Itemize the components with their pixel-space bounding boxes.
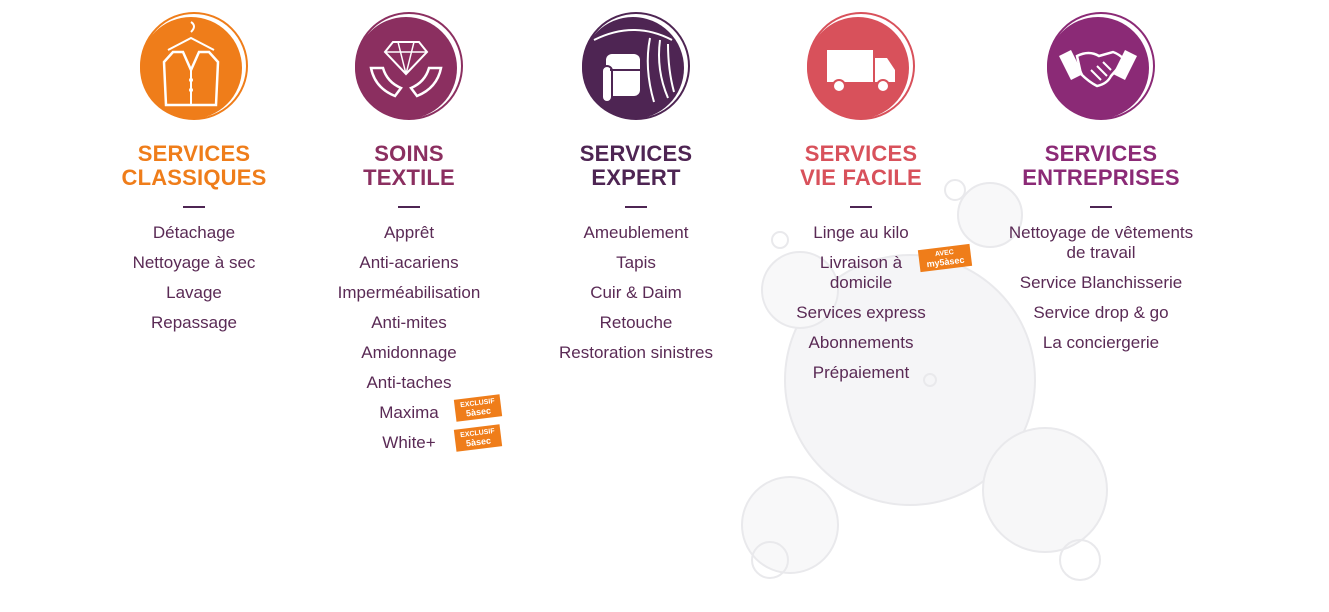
title-line-2: TEXTILE [363,165,455,190]
service-list: Ameublement Tapis Cuir & Daim Retouche R… [521,223,751,363]
title-line-1: SERVICES [579,141,693,166]
diamond-hands-icon [353,10,465,122]
exclusive-badge: EXCLUSIF 5àsec [453,424,503,452]
service-item[interactable]: Anti-mites [371,313,447,332]
service-column-vie-facile: SERVICES VIE FACILE Linge au kilo Livrai… [746,10,976,393]
service-column-entreprises: SERVICES ENTREPRISES Nettoyage de vêteme… [986,10,1216,363]
service-column-expert: SERVICES EXPERT Ameublement Tapis Cuir &… [521,10,751,373]
service-item[interactable]: Tapis [616,253,656,272]
title-line-1: SERVICES [1044,141,1158,166]
title-line-1: SOINS [374,141,444,166]
service-item[interactable]: Nettoyage à sec [132,253,256,272]
title-line-1: SERVICES [804,141,918,166]
service-item[interactable]: Linge au kilo [813,223,909,242]
service-item[interactable]: Détachage [152,223,236,242]
jacket-hanger-icon [138,10,250,122]
service-title: SOINS TEXTILE [294,142,524,190]
service-column-classiques: SERVICES CLASSIQUES Détachage Nettoyage … [79,10,309,343]
service-title: SERVICES CLASSIQUES [79,142,309,190]
service-item[interactable]: Amidonnage [361,343,457,362]
exclusive-badge: EXCLUSIF 5àsec [453,394,503,422]
service-title: SERVICES ENTREPRISES [986,142,1216,190]
service-list: Nettoyage de vêtements de travail Servic… [986,223,1216,353]
service-item[interactable]: Anti-acariens [359,253,459,272]
service-item[interactable]: Service drop & go [1033,303,1169,322]
title-line-2: CLASSIQUES [121,165,267,190]
service-item-label: Livraison à domicile [819,253,903,292]
curtain-armchair-icon [580,10,692,122]
service-item-white-plus[interactable]: White+ EXCLUSIF 5àsec [294,424,524,453]
service-item[interactable]: Ameublement [583,223,689,242]
service-column-textile: SOINS TEXTILE Apprêt Anti-acariens Imper… [294,10,524,463]
handshake-icon [1045,10,1157,122]
service-item-livraison[interactable]: Livraison à domicile AVEC my5àsec [806,243,973,293]
service-title: SERVICES EXPERT [521,142,751,190]
service-item[interactable]: Repassage [150,313,237,332]
divider [183,206,205,208]
title-line-2: ENTREPRISES [1022,165,1180,190]
divider [625,206,647,208]
service-item[interactable]: Service Blanchisserie [1019,273,1183,292]
my5asec-badge: AVEC my5àsec [917,243,973,273]
service-title: SERVICES VIE FACILE [746,142,976,190]
service-item[interactable]: Services express [796,303,926,322]
divider [398,206,420,208]
service-list: Apprêt Anti-acariens Imperméabilisation … [294,223,524,453]
service-item[interactable]: Cuir & Daim [590,283,682,302]
service-item-maxima[interactable]: Maxima EXCLUSIF 5àsec [294,394,524,423]
service-item[interactable]: Apprêt [383,223,435,242]
title-line-1: SERVICES [137,141,251,166]
service-item[interactable]: La conciergerie [1042,333,1160,352]
delivery-truck-icon [805,10,917,122]
service-item[interactable]: Retouche [599,313,673,332]
service-item[interactable]: Imperméabilisation [337,283,481,302]
divider [1090,206,1112,208]
service-item[interactable]: Anti-taches [366,373,452,392]
service-item[interactable]: Abonnements [808,333,914,352]
service-item[interactable]: Prépaiement [812,363,910,382]
service-item[interactable]: Restoration sinistres [558,343,713,362]
service-item-label: White+ [382,433,436,452]
service-item[interactable]: Lavage [166,283,222,302]
divider [850,206,872,208]
service-item-label: Maxima [379,403,439,422]
service-item[interactable]: Nettoyage de vêtements de travail [1008,223,1194,262]
title-line-2: VIE FACILE [800,165,922,190]
service-list: Détachage Nettoyage à sec Lavage Repassa… [79,223,309,333]
service-list: Linge au kilo Livraison à domicile AVEC … [746,223,976,383]
title-line-2: EXPERT [591,165,681,190]
